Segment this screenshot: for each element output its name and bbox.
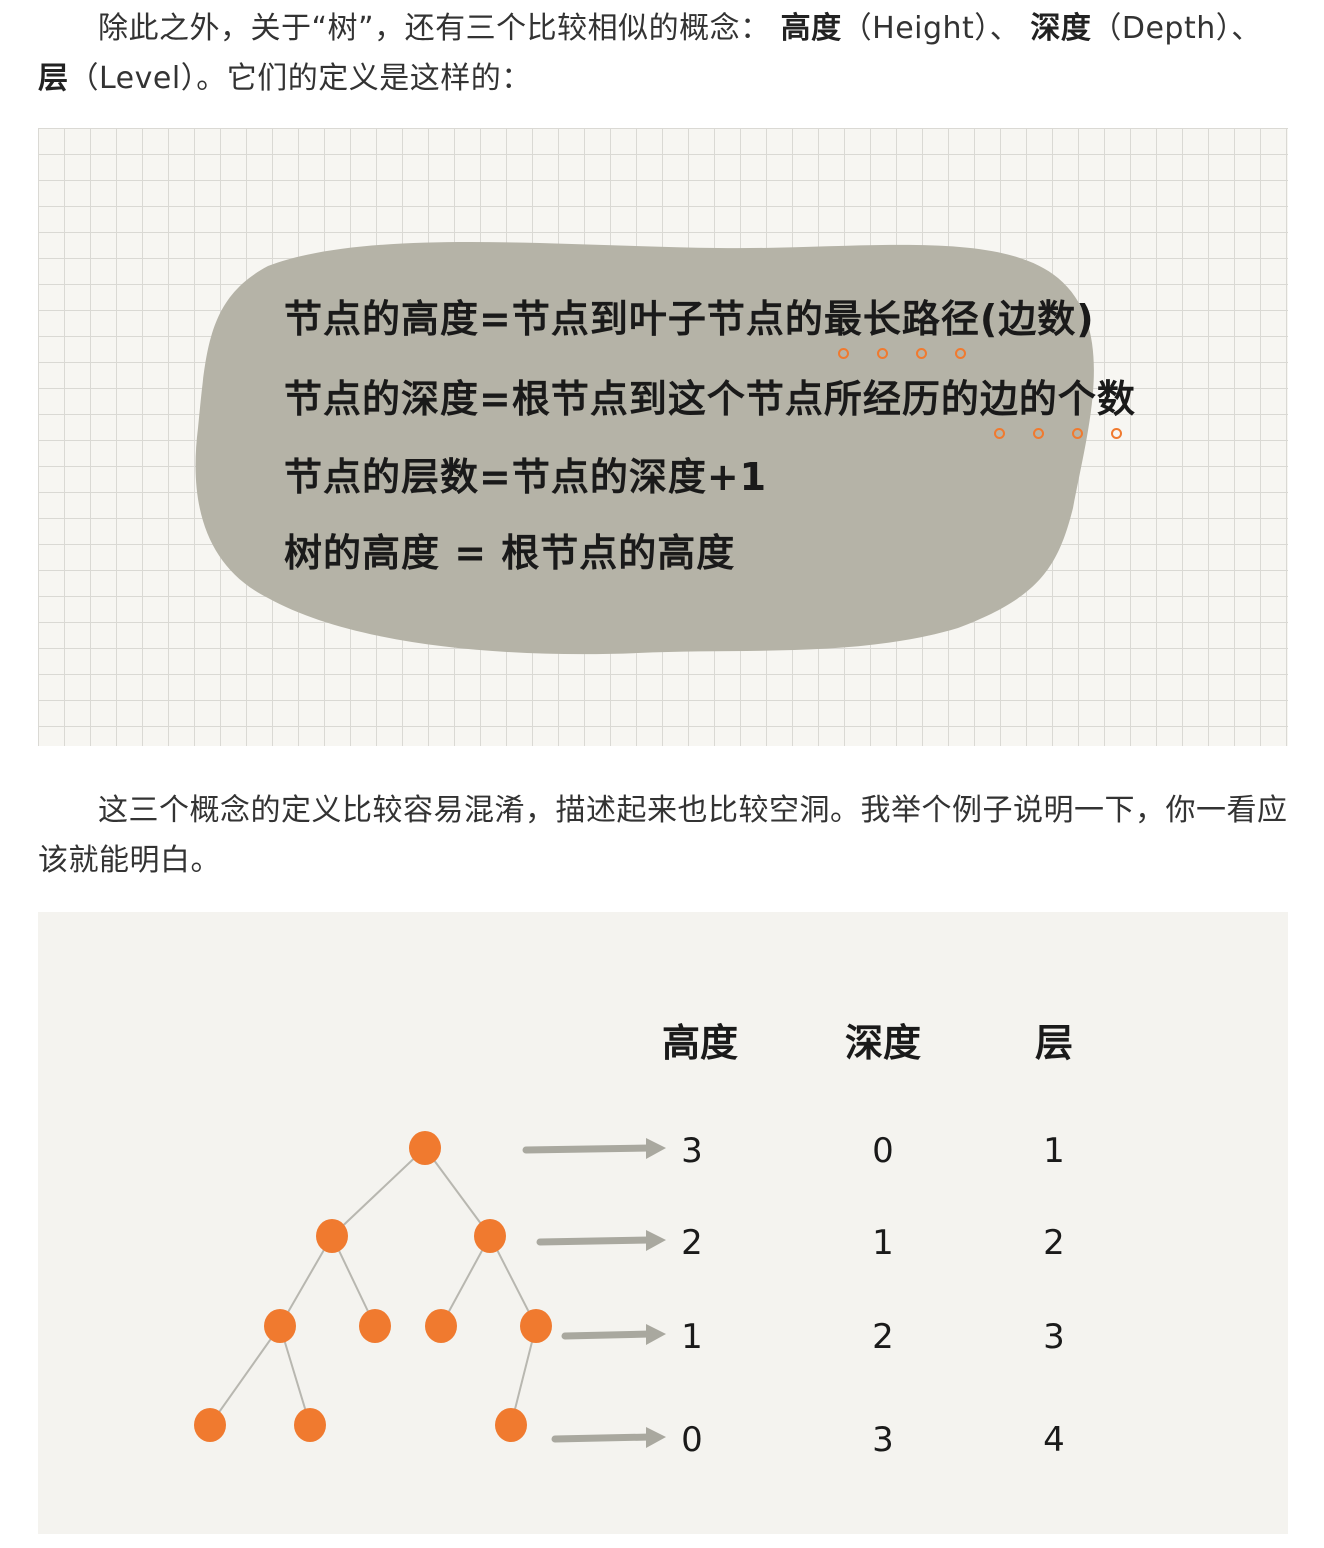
definition-node-level: 节点的层数=节点的深度+1 [284,455,768,499]
value-depth: 2 [872,1317,894,1357]
tree-diagram: 高度 深度 层 3 0 1 2 1 2 1 2 3 0 3 4 [194,1021,1073,1460]
value-depth: 1 [872,1223,894,1263]
tree-node [520,1309,552,1343]
definition-node-height: 节点的高度=节点到叶子节点的最长路径(边数) [284,288,1095,359]
tree-edge [489,1235,537,1327]
value-level: 3 [1043,1317,1065,1357]
emphasis-dots [824,348,980,359]
def1-emphasis: 最长路径 [823,288,980,359]
value-level: 1 [1043,1131,1065,1171]
definition-blob [195,242,1094,655]
def1-emph-text: 最长路径 [823,297,980,341]
tree-edge [279,1325,311,1426]
value-height: 1 [681,1317,703,1357]
def1-suffix: (边数) [979,297,1095,341]
column-header: 层 [1035,1021,1073,1065]
term-depth: 深度 [1030,11,1092,46]
explain-paragraph: 这三个概念的定义比较容易混淆，描述起来也比较空洞。我举个例子说明一下，你一看应该… [38,793,1288,878]
definition-node-depth: 节点的深度=根节点到这个节点所经历的边的个数 [284,368,1136,439]
value-level: 2 [1043,1223,1065,1263]
term-level: 层 [38,61,69,96]
tree-node [425,1309,457,1343]
term-depth-en: （Depth）、 [1091,11,1262,46]
def2-emphasis: 边的个数 [979,368,1136,439]
tree-example-figure: 高度 深度 层 3 0 1 2 1 2 1 2 3 0 3 4 [38,912,1288,1534]
tree-node [194,1408,226,1442]
value-height: 2 [681,1223,703,1263]
intro-text: 除此之外，关于“树”，还有三个比较相似的概念： [98,11,771,46]
term-height: 高度 [780,11,842,46]
term-height-en: （Height）、 [841,11,1021,46]
definitions-figure: 节点的高度=节点到叶子节点的最长路径(边数) 节点的深度=根节点到这个节点所经历… [38,128,1288,746]
value-level: 4 [1043,1420,1065,1460]
tree-edge [279,1235,333,1327]
tree-edge [209,1325,281,1426]
value-height: 3 [681,1131,703,1171]
def2-emph-text: 边的个数 [979,377,1136,421]
intro-paragraph: 除此之外，关于“树”，还有三个比较相似的概念： 高度（Height）、 深度（D… [38,4,1288,104]
tree-edge [440,1235,491,1327]
tree-node [474,1219,506,1253]
tree-edge [424,1147,491,1237]
level-arrow [551,1427,666,1448]
emphasis-dots [980,428,1136,439]
value-height: 0 [681,1420,703,1460]
tree-edge [510,1325,537,1426]
definition-tree-height: 树的高度 = 根节点的高度 [284,531,736,575]
def1-text: 节点的高度=节点到叶子节点的 [284,297,824,341]
level-arrow [536,1230,666,1251]
tree-node [264,1309,296,1343]
tree-node [359,1309,391,1343]
tree-node [294,1408,326,1442]
term-level-en: （Level）。它们的定义是这样的： [68,61,532,96]
tree-node [495,1408,527,1442]
level-arrow [522,1138,666,1159]
value-depth: 0 [872,1131,894,1171]
value-depth: 3 [872,1420,894,1460]
tree-edge [331,1147,426,1237]
tree-node [316,1219,348,1253]
def2-text: 节点的深度=根节点到这个节点所经历的 [284,377,980,421]
tree-node [409,1131,441,1165]
column-header: 高度 [662,1021,738,1065]
column-header: 深度 [845,1021,921,1065]
level-arrow [561,1324,666,1345]
